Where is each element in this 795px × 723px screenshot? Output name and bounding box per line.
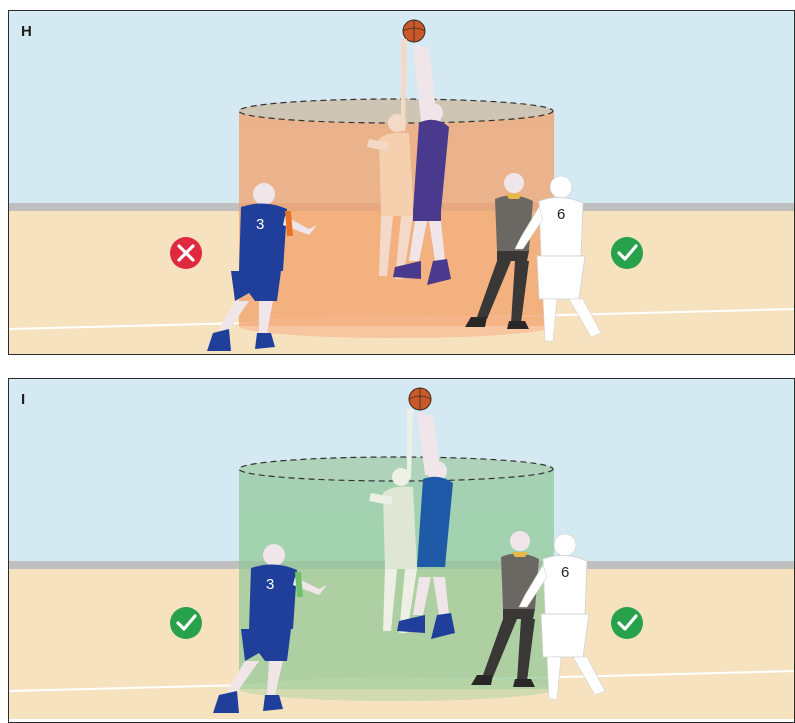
scene-i: 3 6 bbox=[9, 379, 795, 719]
cylinder-base bbox=[239, 314, 553, 338]
basketball bbox=[409, 388, 431, 410]
jersey-number-6: 6 bbox=[561, 564, 569, 581]
jersey-number-6: 6 bbox=[557, 206, 565, 223]
panel-label: I bbox=[21, 391, 25, 408]
panel-h: H bbox=[8, 10, 795, 355]
basketball bbox=[403, 20, 425, 42]
jersey-number-3: 3 bbox=[266, 576, 274, 593]
check-icon bbox=[170, 607, 202, 639]
scene-h: 3 6 bbox=[9, 11, 795, 355]
jersey-number-3: 3 bbox=[256, 216, 264, 233]
panel-i: I bbox=[8, 378, 795, 723]
check-icon bbox=[611, 607, 643, 639]
cross-icon bbox=[170, 237, 202, 269]
check-icon bbox=[611, 237, 643, 269]
cylinder-base bbox=[239, 677, 553, 701]
panel-label: H bbox=[21, 23, 32, 40]
